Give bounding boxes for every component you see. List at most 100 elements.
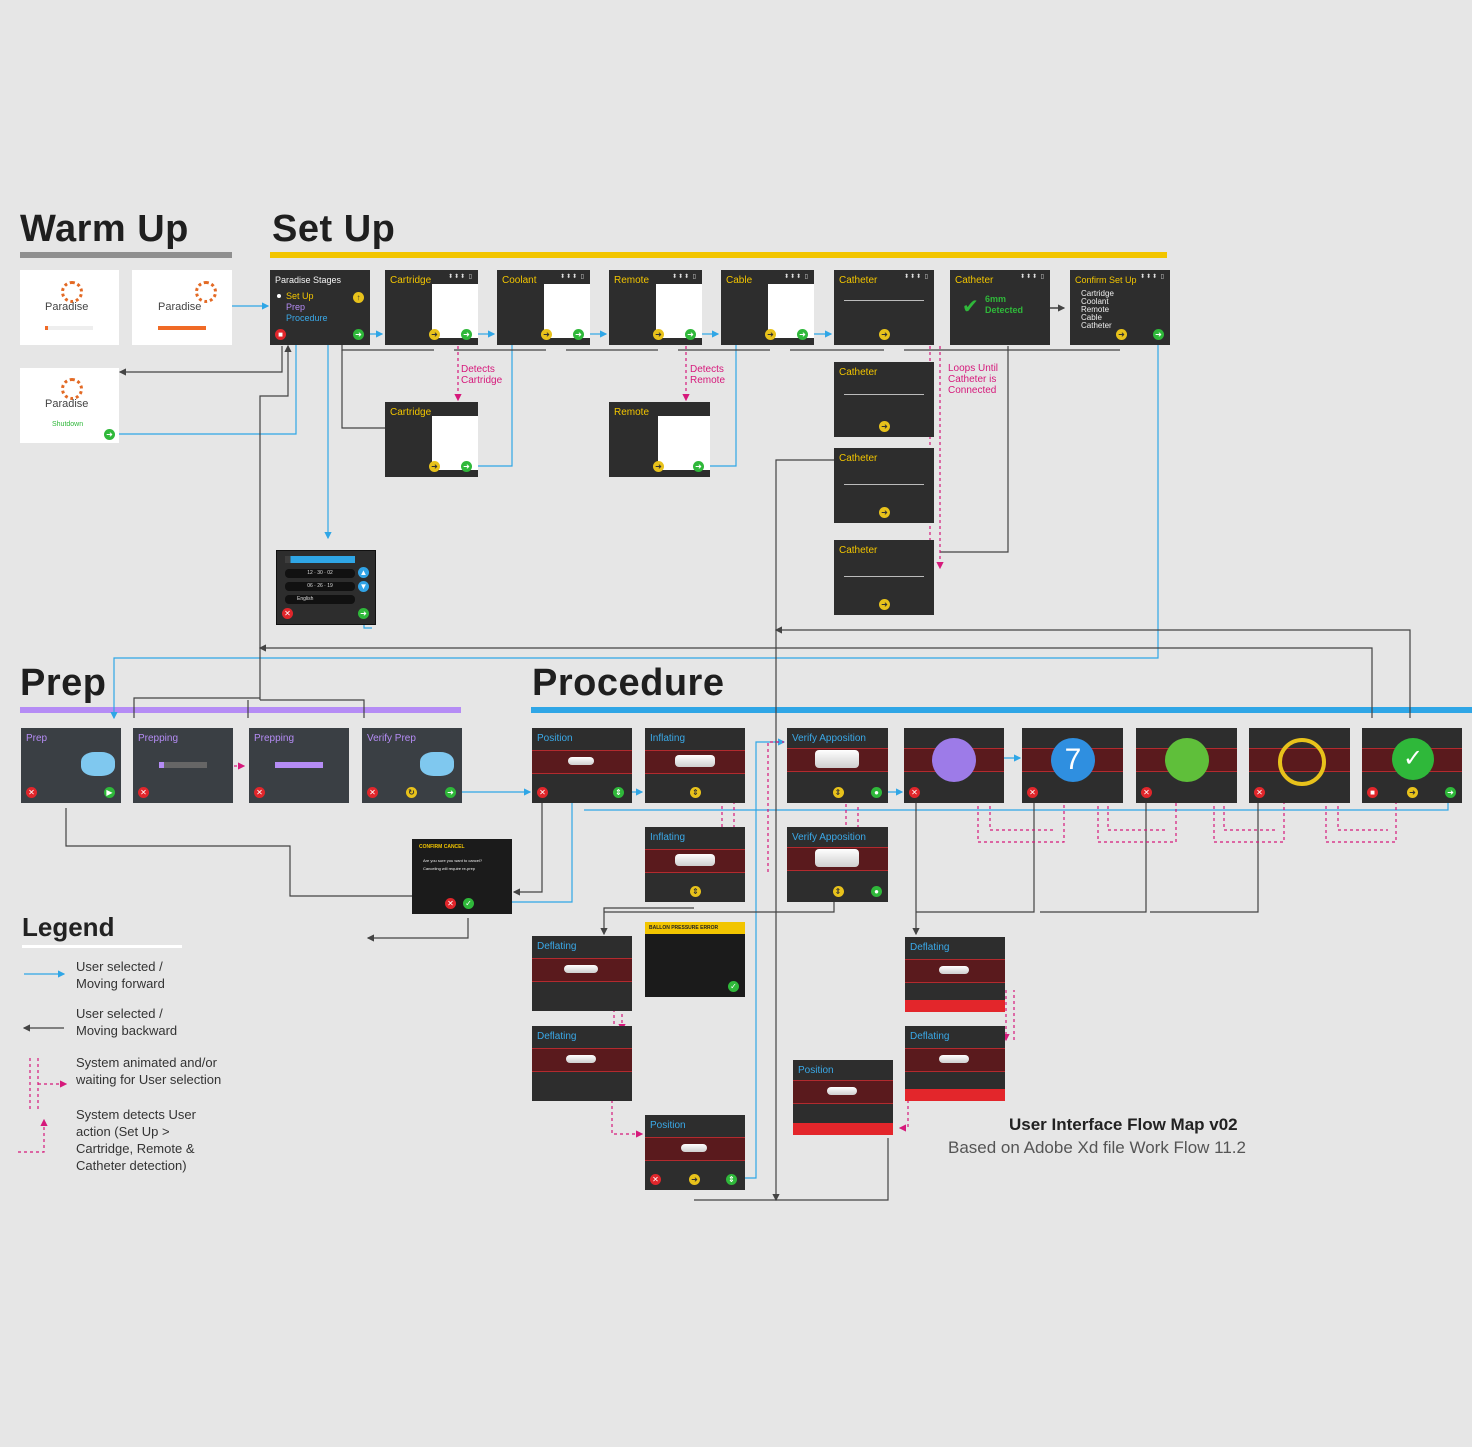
next-button[interactable]: ➜ (445, 787, 456, 798)
catheter-screen: Catheter ⬍⬍⬍ ▯ ➜ (834, 270, 934, 345)
next-button[interactable]: ➜ (1445, 787, 1456, 798)
catheter-wire (844, 576, 924, 577)
cancel-button[interactable]: ✕ (282, 608, 293, 619)
stop-button[interactable]: ✕ (909, 787, 920, 798)
status-icons: ⬍⬍⬍ ▯ (671, 274, 697, 280)
redo-button[interactable]: ↻ (406, 787, 417, 798)
stages-title: Paradise Stages (275, 275, 342, 285)
back-button[interactable]: ➜ (541, 329, 552, 340)
time-field[interactable]: 19 (327, 583, 333, 589)
deflate-button[interactable]: ⇕ (690, 787, 701, 798)
date-field[interactable]: 02 (327, 570, 333, 576)
back-button[interactable]: ➜ (689, 1174, 700, 1185)
back-button[interactable]: ➜ (429, 461, 440, 472)
cancel-button[interactable]: ✕ (26, 787, 37, 798)
next-button[interactable]: ➜ (685, 329, 696, 340)
brand-name: Paradise (45, 398, 89, 410)
date-field[interactable]: 12 (307, 570, 313, 576)
confirm-cancel-button[interactable]: ✕ (445, 898, 456, 909)
deflate-button[interactable]: ⇕ (690, 886, 701, 897)
back-button[interactable]: ➜ (879, 421, 890, 432)
stage-set-up[interactable]: Set Up (286, 291, 314, 301)
next-button[interactable]: ➜ (461, 329, 472, 340)
stop-button[interactable]: ✕ (1027, 787, 1038, 798)
next-button[interactable]: ➜ (461, 461, 472, 472)
balloon-icon (675, 854, 715, 866)
cartridge-title: Cartridge (390, 407, 432, 418)
detected-label: Detected (985, 305, 1024, 315)
stop-button[interactable]: ✕ (1141, 787, 1152, 798)
date-field[interactable]: 30 (317, 570, 323, 576)
ok-button[interactable]: ✓ (728, 981, 739, 992)
stop-button[interactable]: ✕ (1254, 787, 1265, 798)
confirm-button[interactable]: ● (871, 787, 882, 798)
warm-up-progress (158, 326, 206, 330)
next-button[interactable]: ➜ (797, 329, 808, 340)
down-button[interactable]: ▼ (358, 581, 369, 592)
time-field[interactable]: 06 (307, 583, 313, 589)
remote-screen: Remote ⬍⬍⬍ ▯ ➜ ➜ (609, 270, 702, 345)
back-button[interactable]: ➜ (653, 461, 664, 472)
back-button[interactable]: ➜ (879, 329, 890, 340)
power-button[interactable]: ■ (275, 329, 286, 340)
cancel-button[interactable]: ✕ (138, 787, 149, 798)
next-button[interactable]: ➜ (104, 429, 115, 440)
status-icons: ⬍⬍⬍ ▯ (559, 274, 585, 280)
balloon-icon (681, 1144, 707, 1152)
inflate-button[interactable]: ⇕ (613, 787, 624, 798)
start-button[interactable]: ▶ (104, 787, 115, 798)
prep-bar (20, 707, 461, 713)
cancel-button[interactable]: ✕ (254, 787, 265, 798)
back-button[interactable]: ➜ (1116, 329, 1127, 340)
cancel-button[interactable]: ✕ (537, 787, 548, 798)
next-button[interactable]: ➜ (693, 461, 704, 472)
warm-up-progress (45, 326, 93, 330)
stage-procedure[interactable]: Procedure (286, 313, 328, 323)
next-button[interactable]: ➜ (358, 608, 369, 619)
legend-underline (22, 945, 182, 948)
position-title: Position (537, 733, 573, 744)
date-row: 12 · 30 · 02 (285, 569, 355, 578)
inflate-button[interactable]: ⇕ (726, 1174, 737, 1185)
status-icons: ⬍⬍⬍ ▯ (783, 274, 809, 280)
up-button[interactable]: ▲ (358, 567, 369, 578)
confirm-item: Catheter (1081, 321, 1112, 330)
error-banner (905, 1000, 1005, 1012)
deflate-button[interactable]: ⇕ (832, 886, 844, 897)
info-button[interactable]: ↑ (353, 292, 364, 303)
back-button[interactable]: ➜ (879, 599, 890, 610)
confirm-item: Cartridge (1081, 289, 1114, 298)
cancel-button[interactable]: ✕ (367, 787, 378, 798)
balloon-error-dialog: BALLON PRESSURE ERROR ✓ (645, 922, 745, 997)
stop-button[interactable]: ■ (1367, 787, 1378, 798)
next-button[interactable]: ➜ (573, 329, 584, 340)
dialog-question: Are you sure you want to cancel? (423, 858, 483, 863)
deflating-title: Deflating (537, 941, 577, 952)
continue-button[interactable]: ✓ (463, 898, 474, 909)
time-field[interactable]: 26 (317, 583, 323, 589)
balloon-icon (815, 750, 859, 768)
back-button[interactable]: ➜ (653, 329, 664, 340)
catheter-title: Catheter (839, 453, 878, 464)
balloon-icon (939, 966, 969, 974)
confirm-button[interactable]: ● (871, 886, 882, 897)
back-button[interactable]: ➜ (1407, 787, 1418, 798)
back-button[interactable]: ➜ (765, 329, 776, 340)
catheter-title: Catheter (955, 275, 994, 286)
ablation-screen-green: ✕ (1136, 728, 1237, 803)
stage-prep[interactable]: Prep (286, 302, 306, 312)
cancel-button[interactable]: ✕ (650, 1174, 661, 1185)
catheter-loop-screen-3: Catheter ➜ (834, 540, 934, 615)
language-select[interactable]: English (285, 595, 355, 604)
deflating-screen-2: Deflating (532, 1026, 632, 1101)
next-button[interactable]: ➜ (353, 329, 364, 340)
position-error-screen: Position (793, 1060, 893, 1135)
confirm-title: Confirm Set Up (1075, 275, 1137, 285)
back-button[interactable]: ➜ (879, 507, 890, 518)
back-button[interactable]: ➜ (429, 329, 440, 340)
next-button[interactable]: ➜ (1153, 329, 1164, 340)
deflate-button[interactable]: ⇕ (832, 787, 844, 798)
deflating-screen-1: Deflating (532, 936, 632, 1011)
catheter-loop-screen-2: Catheter ➜ (834, 448, 934, 523)
